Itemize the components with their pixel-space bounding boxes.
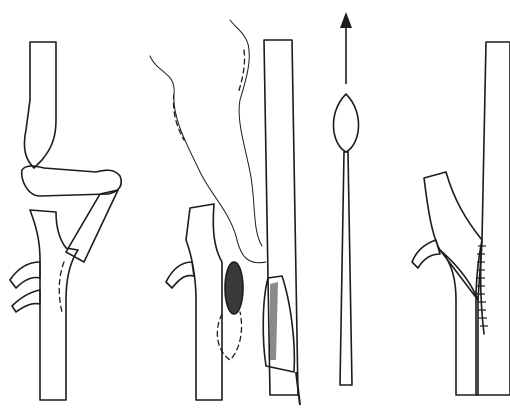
panel-2-main-vessel [264,40,298,395]
panel-3-catheter-shaft [340,152,352,385]
panel-2-arteriotomy-opening [225,262,243,314]
panel-1-dashed-incision [59,262,64,312]
panel-4-repaired-vessel [412,42,510,395]
panel-3-arrow-head-icon [340,12,352,28]
panel-1-lower-trunk [30,210,78,400]
panel-2-opened-vessel [150,20,300,405]
panel-1-kinked-vessel [10,42,121,400]
panel-3-catheter [334,12,359,385]
panel-1-kink-segment [22,166,122,196]
panel-1-diagonal-segment [66,190,118,262]
panel-3-balloon [334,94,359,152]
panel-2-flap-shadow [270,282,278,360]
panel-4-main-trunk [476,42,510,395]
panel-2-suture-right [230,20,262,246]
panel-3-balloon-highlight [338,108,346,128]
panel-4-branch [424,172,482,300]
panel-2-branch-vessel [186,204,222,400]
panel-1-side-branch [10,262,40,288]
panel-4-suture-line [481,242,484,334]
panel-1-upper-trunk [24,42,56,168]
panel-1-side-branch-lower [12,290,40,312]
panel-4-side-branch [412,240,440,268]
panel-2-side-branch [166,262,194,288]
panel-2-dashed-lumen [217,312,241,360]
panel-2-suture-left [150,56,266,263]
panel-4-lower-trunk [440,250,478,395]
